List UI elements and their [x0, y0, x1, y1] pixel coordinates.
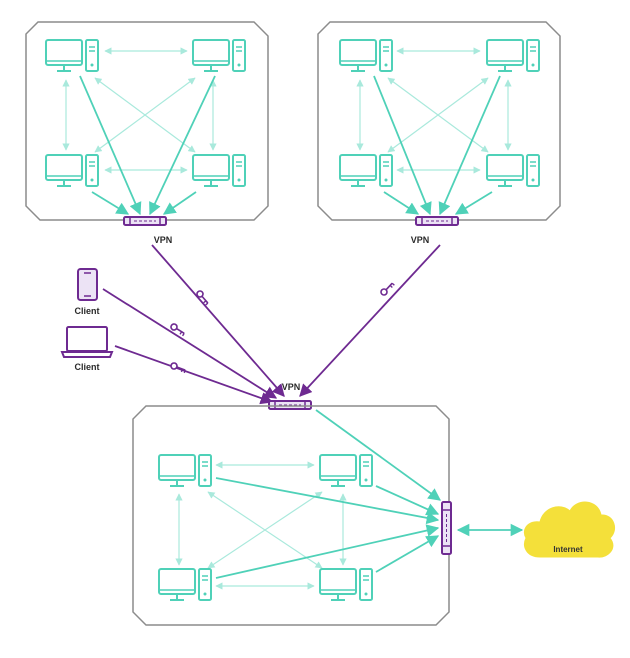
desktop-computer-icon	[45, 39, 99, 72]
vpn-label: VPN	[153, 235, 173, 245]
firewall-icon	[441, 501, 452, 555]
network-box-bottom	[132, 405, 450, 626]
vpn-router-icon	[415, 216, 459, 226]
vpn-label: VPN	[281, 382, 301, 392]
smartphone-icon	[77, 268, 98, 301]
desktop-computer-icon	[486, 154, 540, 187]
desktop-computer-icon	[339, 39, 393, 72]
vpn-tunnels	[102, 244, 441, 405]
desktop-computer-icon	[319, 568, 373, 601]
desktop-computer-icon	[339, 154, 393, 187]
vpn-router-icon	[123, 216, 167, 226]
client-label: Client	[74, 306, 100, 316]
desktop-computer-icon	[192, 39, 246, 72]
laptop-icon	[60, 326, 114, 358]
vpn-router-icon	[268, 400, 312, 410]
desktop-computer-icon	[192, 154, 246, 187]
cloud-icon	[523, 501, 616, 558]
internet-label: Internet	[553, 545, 583, 554]
key-icon	[169, 322, 187, 337]
vpn-label: VPN	[410, 235, 430, 245]
desktop-computer-icon	[158, 568, 212, 601]
network-box-top-left	[25, 21, 269, 226]
desktop-computer-icon	[319, 454, 373, 487]
desktop-computer-icon	[486, 39, 540, 72]
desktop-computer-icon	[158, 454, 212, 487]
network-box-top-right	[317, 21, 561, 226]
desktop-computer-icon	[45, 154, 99, 187]
key-icon	[378, 280, 396, 298]
client-label: Client	[74, 362, 100, 372]
